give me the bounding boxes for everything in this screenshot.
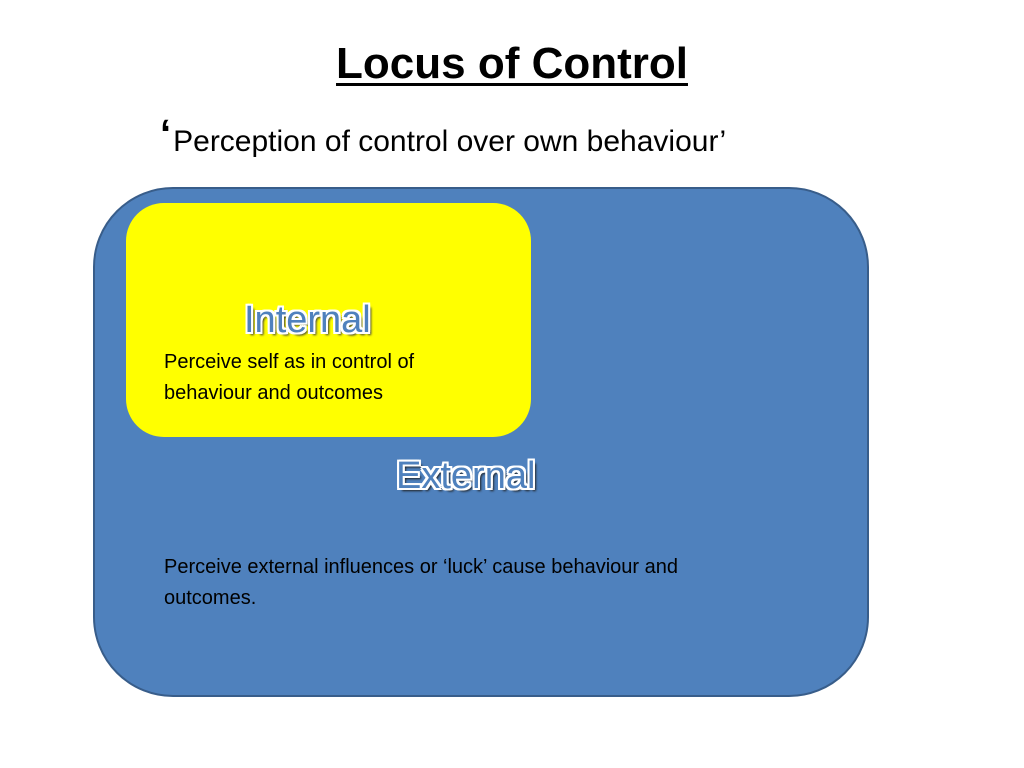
- internal-heading: Internal: [244, 299, 371, 341]
- slide-title-text: Locus of Control: [336, 39, 688, 88]
- external-heading: External: [396, 455, 536, 497]
- slide-subtitle: ‘Perception of control over own behaviou…: [160, 112, 880, 164]
- internal-description: Perceive self as in control of behaviour…: [164, 351, 415, 404]
- subtitle-text: Perception of control over own behaviour…: [173, 125, 727, 158]
- subtitle-open-quote: ‘: [160, 112, 172, 156]
- slide-title: Locus of Control: [0, 34, 1024, 94]
- external-description: Perceive external influences or ‘luck’ c…: [164, 556, 678, 609]
- internal-region-box: [126, 203, 531, 437]
